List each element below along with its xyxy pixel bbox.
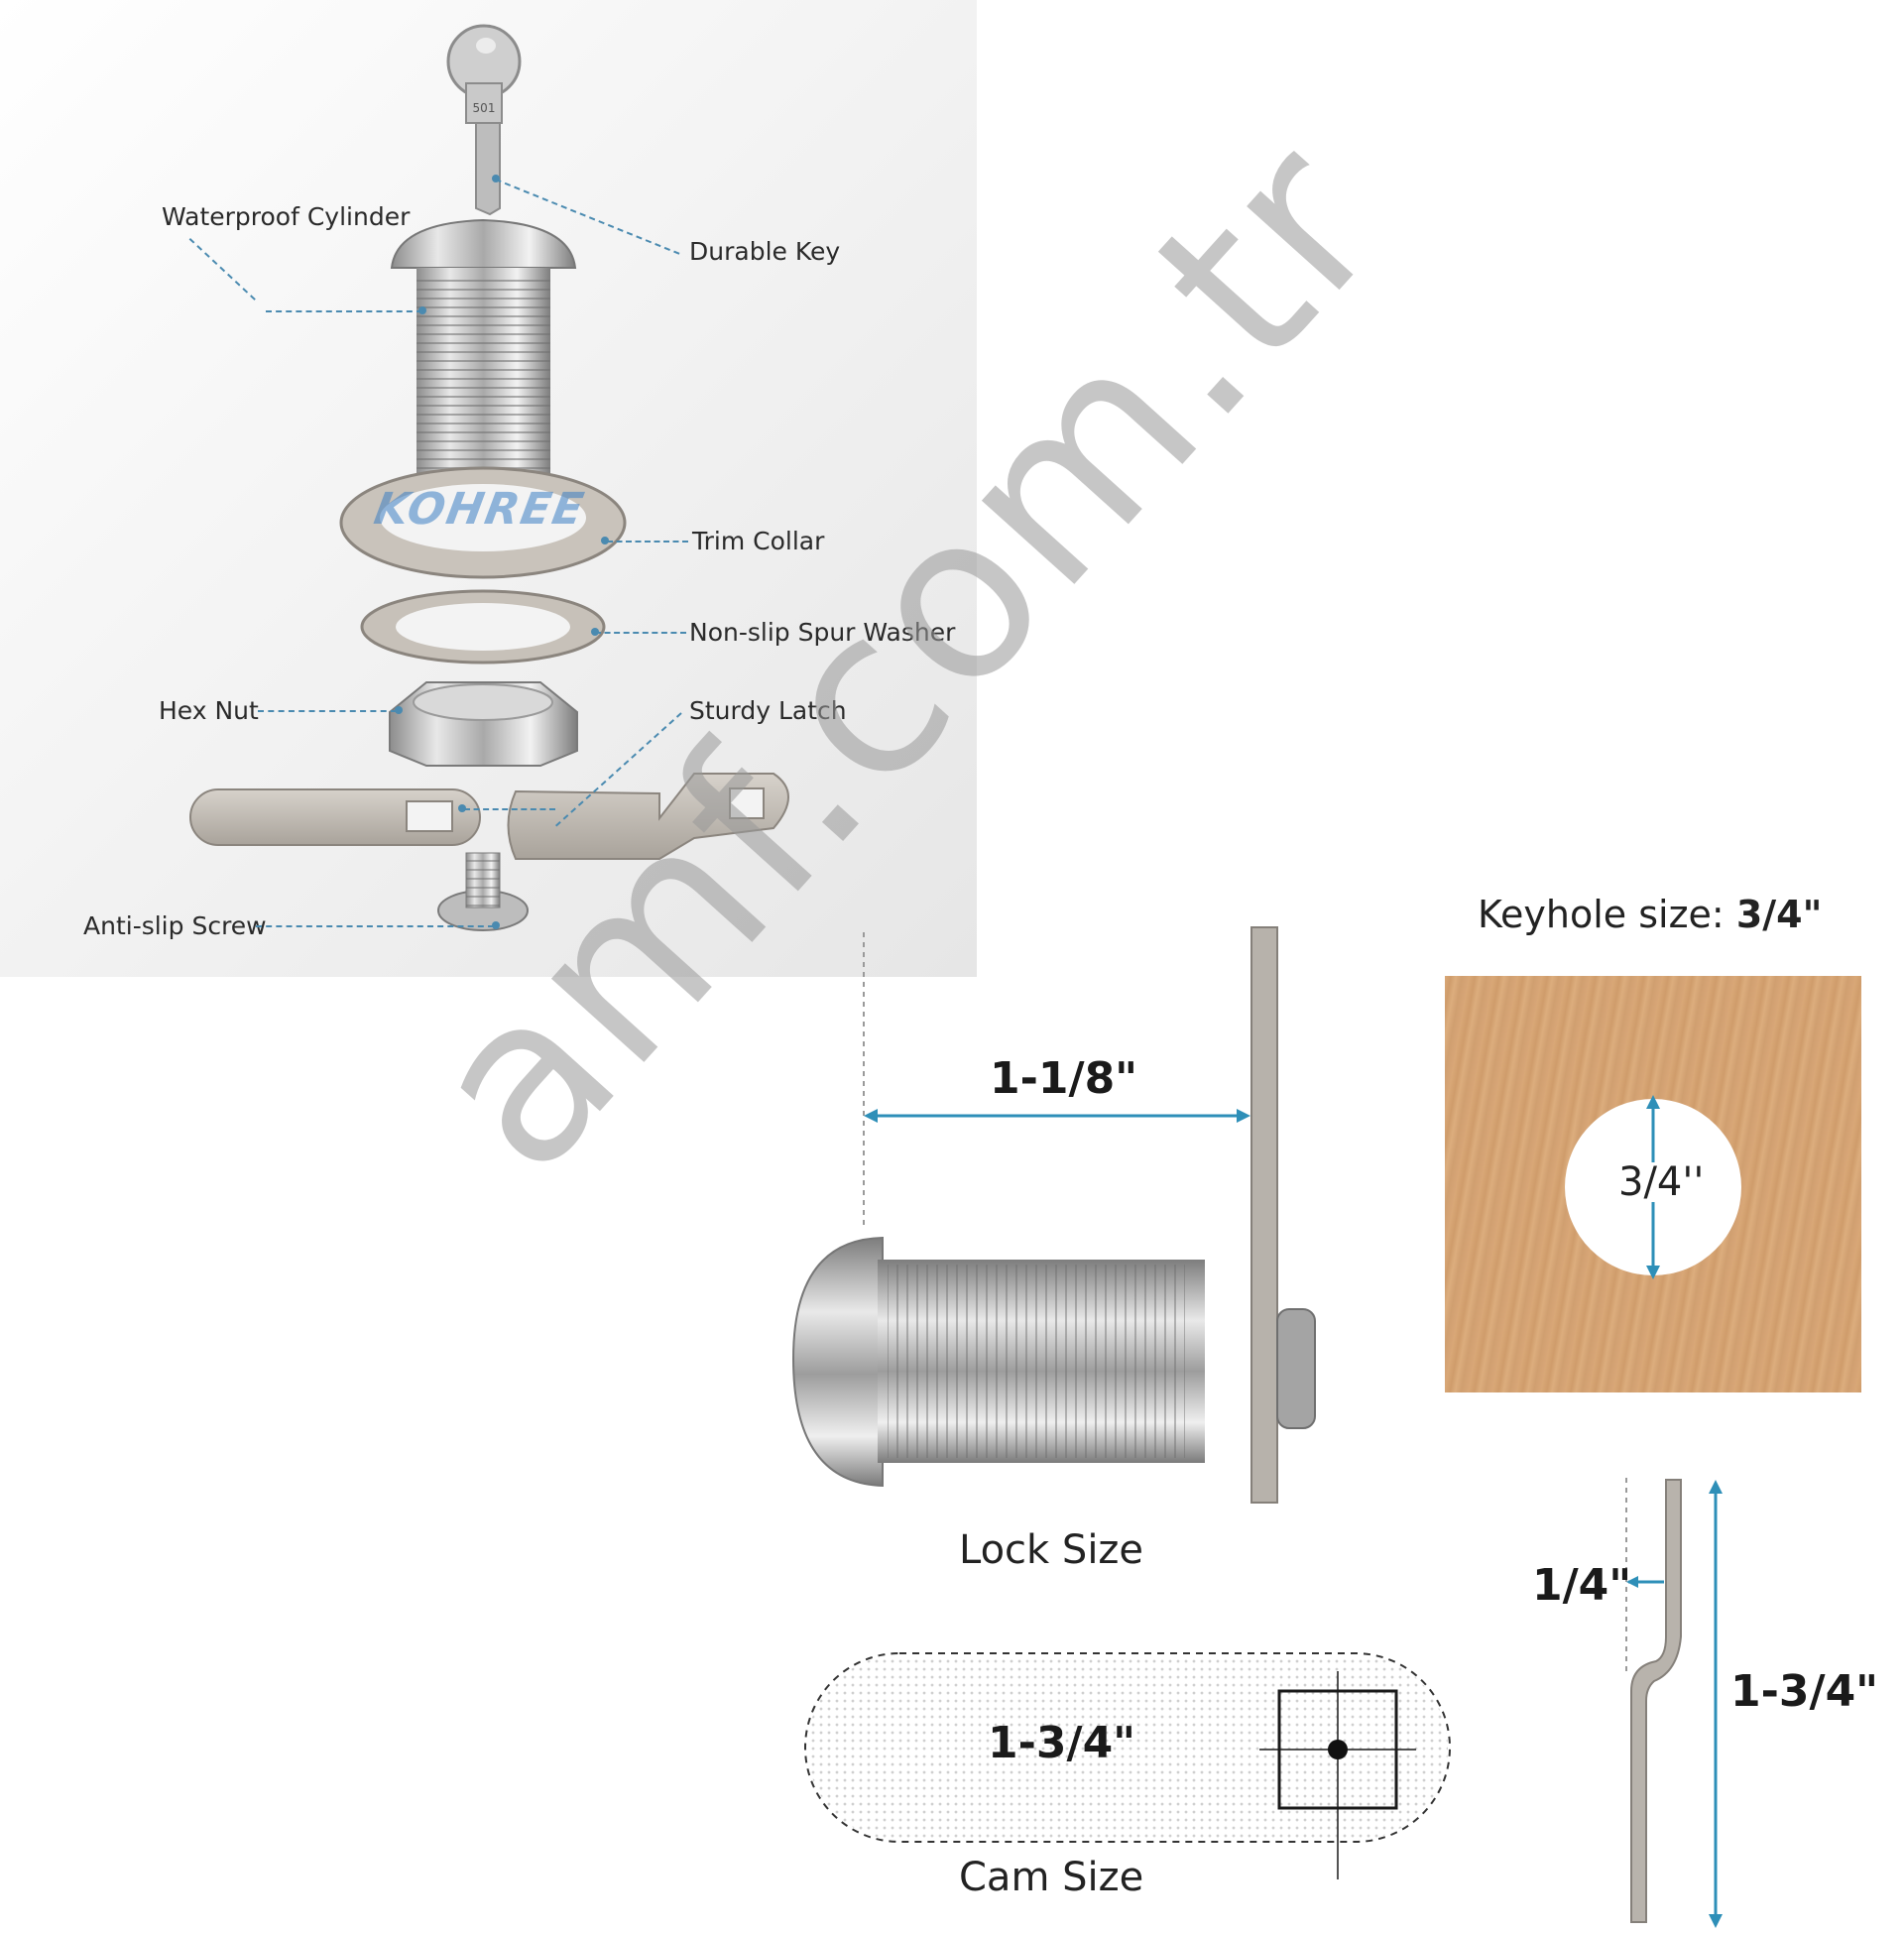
keyhole-title-value: 3/4" xyxy=(1735,893,1823,936)
cam-screw xyxy=(1276,1308,1316,1429)
leader-dot-screw xyxy=(492,921,500,929)
label-durable-key: Durable Key xyxy=(689,237,841,266)
lock-size-caption: Lock Size xyxy=(959,1527,1144,1573)
lock-size-dimension: 1-1/8" xyxy=(990,1053,1138,1104)
label-spur-washer: Non-slip Spur Washer xyxy=(689,618,956,647)
cam-plate-illustration xyxy=(804,1652,1451,1879)
exploded-view-panel: 501 KOHREE Waterproof Cylinder Dura xyxy=(0,0,977,977)
leader-dot-latch xyxy=(458,804,466,812)
cam-plate-side xyxy=(1250,926,1278,1504)
leader-dot-key xyxy=(492,175,500,182)
cam-offset-dimension: 1/4" xyxy=(1532,1560,1632,1611)
cam-size-caption: Cam Size xyxy=(959,1855,1144,1900)
label-anti-slip-screw: Anti-slip Screw xyxy=(83,911,267,940)
lock-side-illustration xyxy=(791,926,1316,1504)
cam-size-dimension: 1-3/4" xyxy=(988,1718,1136,1768)
leader-anti-slip-screw xyxy=(256,925,494,927)
leader-dot-cylinder xyxy=(418,306,426,314)
leader-sturdy-latch-2 xyxy=(464,808,555,810)
leader-dot-nut xyxy=(395,706,403,714)
lock-head xyxy=(791,1236,884,1488)
leader-dot-washer xyxy=(591,628,599,636)
cylinder-head xyxy=(390,218,577,269)
key-code: 501 xyxy=(473,101,496,115)
key-icon: 501 xyxy=(446,24,522,216)
label-hex-nut: Hex Nut xyxy=(159,696,259,725)
leader-waterproof-cylinder-2 xyxy=(266,310,422,312)
screw-icon xyxy=(437,852,529,931)
cam-center-dot xyxy=(1328,1740,1348,1759)
cam-length-dimension: 1-3/4" xyxy=(1730,1666,1879,1717)
keyhole-size-label: 3/4'' xyxy=(1618,1159,1705,1205)
label-trim-collar: Trim Collar xyxy=(692,527,825,555)
label-sturdy-latch: Sturdy Latch xyxy=(689,696,847,725)
leader-spur-washer xyxy=(595,632,686,634)
leader-dot-collar xyxy=(601,537,609,544)
keyhole-title: Keyhole size: 3/4" xyxy=(1478,896,1822,933)
offset-latch-plate xyxy=(507,773,789,860)
leader-hex-nut xyxy=(258,710,397,712)
brand-logo: KOHREE xyxy=(370,484,590,535)
leader-trim-collar xyxy=(607,541,688,543)
cam-profile-shape xyxy=(1630,1479,1682,1923)
label-waterproof-cylinder: Waterproof Cylinder xyxy=(162,202,411,231)
keyhole-title-prefix: Keyhole size: xyxy=(1478,893,1725,936)
exploded-lock-illustration: 501 xyxy=(189,24,789,931)
